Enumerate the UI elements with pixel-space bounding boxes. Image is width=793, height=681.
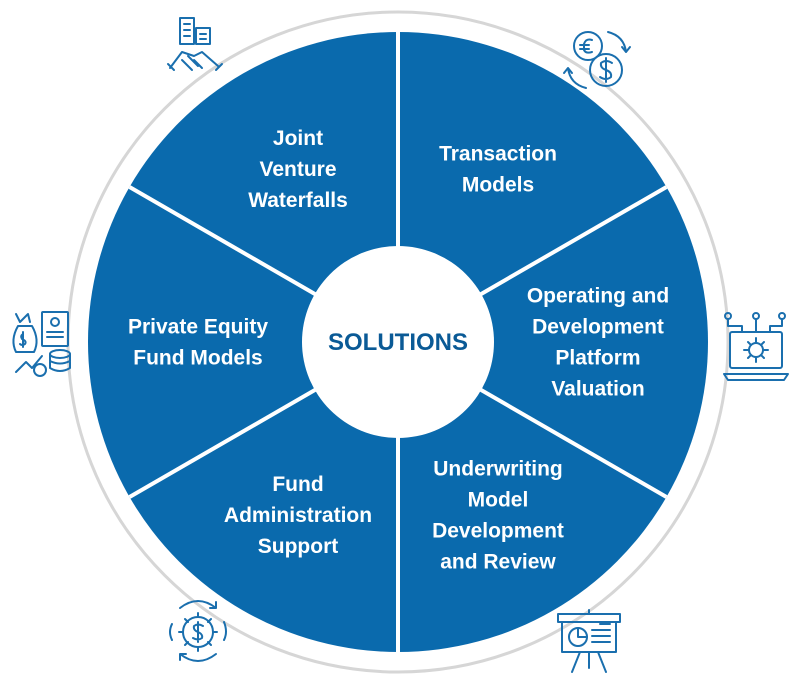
center-hub bbox=[302, 246, 494, 438]
segment-label-line: Private Equity bbox=[128, 316, 268, 339]
segment-label-line: Support bbox=[258, 535, 338, 558]
segment-label-line: Venture bbox=[259, 158, 336, 181]
segment-label-line: and Review bbox=[440, 551, 556, 574]
segment-label-line: Joint bbox=[273, 127, 323, 150]
segment-label-line: Platform bbox=[555, 347, 640, 370]
segment-label-line: Development bbox=[532, 316, 664, 339]
center-label: SOLUTIONS bbox=[328, 329, 468, 356]
laptop-gear-network-icon bbox=[723, 312, 789, 381]
segment-transaction-models bbox=[398, 32, 667, 342]
segment-private-equity-fund-models bbox=[87, 187, 398, 497]
segment-joint-venture-waterfalls bbox=[129, 32, 399, 342]
segment-label-line: Models bbox=[462, 173, 534, 196]
segment-operating-development-platform-valuation bbox=[398, 187, 708, 497]
segment-label-line: Valuation bbox=[551, 378, 644, 401]
segment-label-line: Administration bbox=[224, 504, 372, 527]
handshake-buildings-icon bbox=[167, 17, 223, 71]
dollar-gear-cycle-icon bbox=[169, 600, 227, 662]
segment-label-line: Development bbox=[432, 520, 564, 543]
segment-underwriting-model-development-review bbox=[398, 342, 667, 652]
segment-label-line: Operating and bbox=[527, 285, 669, 308]
segment-label-line: Model bbox=[468, 489, 529, 512]
segment-label-line: Underwriting bbox=[433, 458, 563, 481]
currency-exchange-icon bbox=[563, 31, 631, 89]
segment-label-line: Fund Models bbox=[133, 347, 263, 370]
presentation-chart-board-icon bbox=[557, 609, 621, 673]
segment-label-line: Fund bbox=[272, 473, 323, 496]
segment-label-line: Waterfalls bbox=[248, 189, 348, 212]
money-bag-document-coins-icon bbox=[12, 311, 71, 377]
segment-fund-administration-support bbox=[129, 342, 399, 652]
segment-label-line: Transaction bbox=[439, 142, 557, 165]
